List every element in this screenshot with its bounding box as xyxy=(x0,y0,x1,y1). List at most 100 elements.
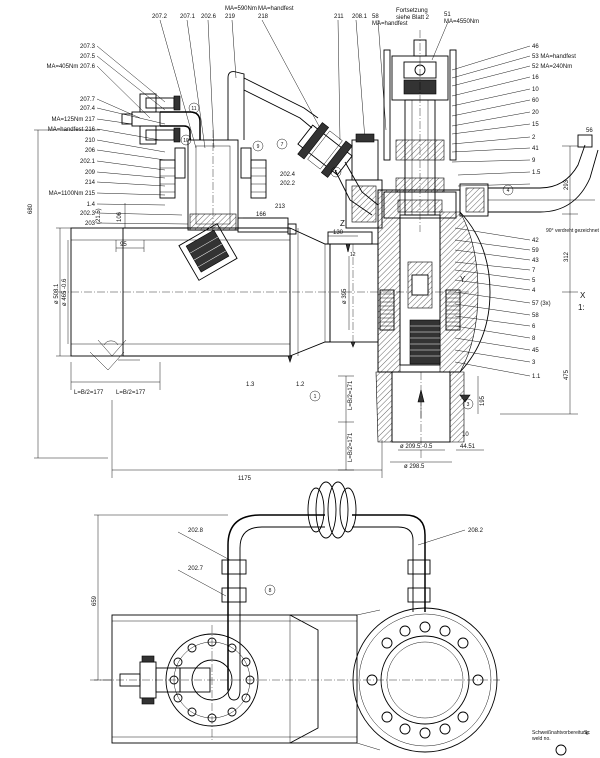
svg-text:MA=125Nm 217: MA=125Nm 217 xyxy=(51,117,95,123)
svg-text:weld no.: weld no. xyxy=(532,736,551,742)
svg-text:45: 45 xyxy=(532,348,539,354)
svg-text:60: 60 xyxy=(532,98,539,104)
svg-text:4: 4 xyxy=(507,188,510,194)
svg-text:41: 41 xyxy=(532,146,539,152)
svg-text:208.1: 208.1 xyxy=(352,14,368,20)
svg-text:52 MA=240Nm: 52 MA=240Nm xyxy=(532,64,572,70)
threaded-insert xyxy=(379,289,461,365)
svg-text:207.1: 207.1 xyxy=(180,14,196,20)
svg-text:7: 7 xyxy=(281,142,284,148)
svg-text:MA=handfest: MA=handfest xyxy=(258,6,294,12)
svg-text:293: 293 xyxy=(564,179,570,190)
svg-text:L=B/2=171: L=B/2=171 xyxy=(348,432,354,462)
svg-text:207.7: 207.7 xyxy=(80,97,96,103)
svg-text:56: 56 xyxy=(586,128,593,134)
svg-text:1.5: 1.5 xyxy=(532,170,541,176)
svg-text:209: 209 xyxy=(85,170,96,176)
svg-text:X: X xyxy=(580,291,586,300)
svg-text:130: 130 xyxy=(333,230,344,236)
svg-text:Schweißnahtvorbereitung: Schweißnahtvorbereitung xyxy=(532,730,589,736)
svg-text:206: 206 xyxy=(85,148,96,154)
dimension-lines xyxy=(34,129,578,478)
svg-text:42: 42 xyxy=(532,238,539,244)
svg-text:1: 1 xyxy=(314,394,317,400)
svg-text:58: 58 xyxy=(372,14,379,20)
svg-text:1175: 1175 xyxy=(238,476,252,482)
svg-text:9: 9 xyxy=(257,144,260,150)
svg-text:1.1: 1.1 xyxy=(532,374,541,380)
svg-text:202.6: 202.6 xyxy=(201,14,217,20)
svg-text:Sc: Sc xyxy=(584,730,590,736)
svg-text:680: 680 xyxy=(28,203,34,214)
plan-view xyxy=(90,481,500,753)
svg-text:3: 3 xyxy=(467,402,470,408)
svg-text:8: 8 xyxy=(269,588,272,594)
svg-text:ø 395: ø 395 xyxy=(342,288,348,304)
svg-text:207.3: 207.3 xyxy=(80,44,96,50)
svg-text:218: 218 xyxy=(258,14,269,20)
weld-angle-symbol xyxy=(89,339,140,371)
svg-text:MA=590Nm: MA=590Nm xyxy=(225,6,257,12)
svg-text:Z: Z xyxy=(340,219,345,228)
svg-text:219: 219 xyxy=(225,14,236,20)
section-view: 12 xyxy=(58,30,599,458)
svg-text:9: 9 xyxy=(532,158,536,164)
svg-text:211: 211 xyxy=(334,14,344,20)
left-labels: 207.3 207.5 MA=405Nm 207.6 207.7 207.4 M… xyxy=(46,44,95,227)
svg-text:Y: Y xyxy=(460,275,466,284)
position-balloons: 11 10 9 7 6 4 3 1 8 xyxy=(180,102,514,596)
svg-text:475: 475 xyxy=(564,369,570,380)
right-labels: 46 53 MA=handfest 52 MA=240Nm 16 10 60 2… xyxy=(532,44,576,380)
svg-text:207.4: 207.4 xyxy=(80,106,96,112)
svg-text:MA=handfest 216: MA=handfest 216 xyxy=(48,127,96,133)
svg-text:11: 11 xyxy=(191,106,196,112)
dimension-texts: 680 1175 95 166 130 106 (21.5) 293 312 4… xyxy=(28,128,599,482)
svg-text:57 (3x): 57 (3x) xyxy=(532,301,551,307)
svg-text:202.1: 202.1 xyxy=(80,159,96,165)
svg-text:10: 10 xyxy=(532,87,539,93)
svg-text:20: 20 xyxy=(532,110,539,116)
svg-text:1:: 1: xyxy=(578,303,585,312)
svg-text:12: 12 xyxy=(350,252,356,258)
svg-text:15: 15 xyxy=(532,122,539,128)
svg-text:106: 106 xyxy=(117,211,123,222)
svg-text:59: 59 xyxy=(532,248,539,254)
svg-text:202.2: 202.2 xyxy=(280,181,296,187)
svg-text:4: 4 xyxy=(532,288,536,294)
top-labels: 207.2 207.1 202.6 MA=590Nm 219 MA=handfe… xyxy=(152,6,479,27)
mid-labels: 202.4 202.2 213 1.3 1.2 xyxy=(246,172,305,388)
svg-text:213: 213 xyxy=(275,204,286,210)
svg-text:214: 214 xyxy=(85,180,96,186)
svg-text:(21.5): (21.5) xyxy=(96,208,102,224)
svg-text:7: 7 xyxy=(532,268,536,274)
svg-text:L=B/2=177: L=B/2=177 xyxy=(116,390,146,396)
svg-text:1.4: 1.4 xyxy=(87,202,96,208)
svg-text:203: 203 xyxy=(85,221,96,227)
svg-text:siehe Blatt 2: siehe Blatt 2 xyxy=(396,15,430,21)
svg-text:L=B/2=171: L=B/2=171 xyxy=(348,380,354,410)
svg-text:43: 43 xyxy=(532,258,539,264)
svg-text:10: 10 xyxy=(183,138,189,144)
svg-text:16: 16 xyxy=(532,75,539,81)
svg-text:90° verdreht gezeichnet: 90° verdreht gezeichnet xyxy=(546,228,599,234)
svg-text:5: 5 xyxy=(532,278,536,284)
plan-pipe-body xyxy=(111,614,358,744)
svg-text:3: 3 xyxy=(532,360,536,366)
svg-text:202.3: 202.3 xyxy=(80,211,96,217)
svg-text:202.7: 202.7 xyxy=(188,566,204,572)
svg-text:195: 195 xyxy=(480,395,486,406)
loop-pipe xyxy=(227,514,325,690)
svg-text:8: 8 xyxy=(532,336,536,342)
svg-text:ø 465 -0.6: ø 465 -0.6 xyxy=(62,278,68,306)
svg-text:44.51: 44.51 xyxy=(460,444,476,450)
svg-text:6: 6 xyxy=(532,324,536,330)
svg-text:207.5: 207.5 xyxy=(80,54,96,60)
svg-text:ø 298.5: ø 298.5 xyxy=(404,464,425,470)
svg-text:166: 166 xyxy=(256,212,267,218)
plan-dimensions xyxy=(94,514,466,681)
svg-text:208.2: 208.2 xyxy=(468,528,484,534)
svg-text:6: 6 xyxy=(335,170,338,176)
svg-text:1.3: 1.3 xyxy=(246,382,255,388)
svg-text:210: 210 xyxy=(85,138,96,144)
